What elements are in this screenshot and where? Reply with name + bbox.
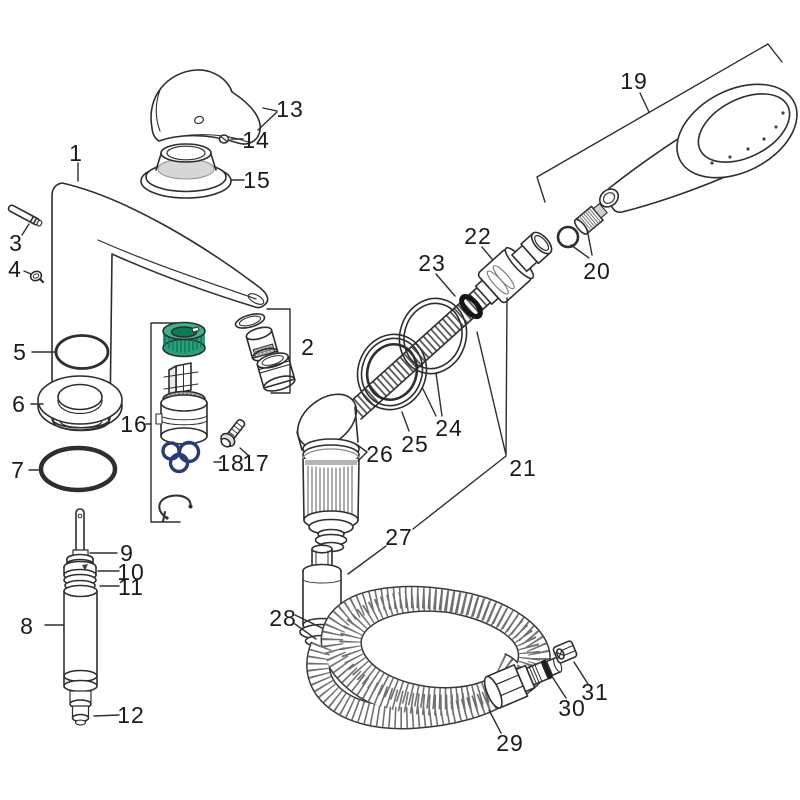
part-label-21: 21 [509, 455, 537, 481]
o-ring-5 [54, 334, 110, 370]
part-label-25: 25 [401, 431, 429, 457]
part-label-13: 13 [276, 96, 304, 122]
part-label-18: 18 [217, 450, 245, 476]
o-rings-18 [161, 440, 201, 474]
cartridge [155, 362, 208, 445]
part-label-1: 1 [69, 140, 83, 166]
part-label-26: 26 [366, 441, 394, 467]
part-label-22: 22 [464, 223, 492, 249]
part-label-23: 23 [418, 250, 446, 276]
part-label-17: 17 [242, 450, 270, 476]
set-screw-14 [218, 134, 230, 144]
o-ring-7 [38, 445, 118, 493]
part-label-16: 16 [120, 411, 148, 437]
bracket-2 [266, 308, 291, 394]
part-label-30: 30 [558, 695, 586, 721]
part-label-27: 27 [385, 524, 413, 550]
part-labels: 1234567891011121314151617181920212223242… [8, 68, 648, 756]
o-ring-23 [459, 294, 483, 320]
part-label-19: 19 [620, 68, 648, 94]
part-label-4: 4 [8, 256, 22, 282]
part-label-8: 8 [20, 613, 34, 639]
check-valve-20 [556, 202, 608, 249]
part-label-2: 2 [301, 334, 315, 360]
lift-rod-assembly [63, 508, 98, 726]
base-ring-6 [37, 375, 123, 431]
cartridge-nut [162, 321, 206, 358]
pin-3 [7, 204, 43, 227]
part-label-9: 9 [120, 540, 134, 566]
hose-fitting-30 [483, 657, 563, 709]
part-label-31: 31 [581, 679, 609, 705]
part-label-28: 28 [269, 605, 297, 631]
part-label-14: 14 [242, 127, 270, 153]
part-label-12: 12 [117, 702, 145, 728]
part-label-7: 7 [11, 457, 25, 483]
screw-17 [220, 418, 246, 448]
part-label-5: 5 [13, 339, 27, 365]
screw-4 [29, 270, 45, 284]
leader-lines [21, 92, 650, 734]
bracket-19 [536, 43, 783, 203]
part-label-24: 24 [435, 415, 463, 441]
retaining-clip [158, 494, 193, 522]
escutcheon-25 [356, 333, 428, 411]
bracket-16 [150, 322, 181, 523]
part-label-10: 10 [117, 559, 145, 585]
handle [150, 69, 261, 145]
hand-shower [598, 83, 798, 214]
receiver-body-26 [296, 393, 360, 553]
aerator-set [234, 313, 296, 392]
escutcheon-sleeve-15 [140, 143, 232, 199]
nut-31 [552, 640, 578, 664]
part-label-20: 20 [583, 258, 611, 284]
part-label-29: 29 [496, 730, 524, 756]
part-label-11: 11 [118, 574, 144, 600]
part-label-6: 6 [12, 391, 26, 417]
part-label-3: 3 [9, 230, 23, 256]
part-label-15: 15 [243, 167, 271, 193]
